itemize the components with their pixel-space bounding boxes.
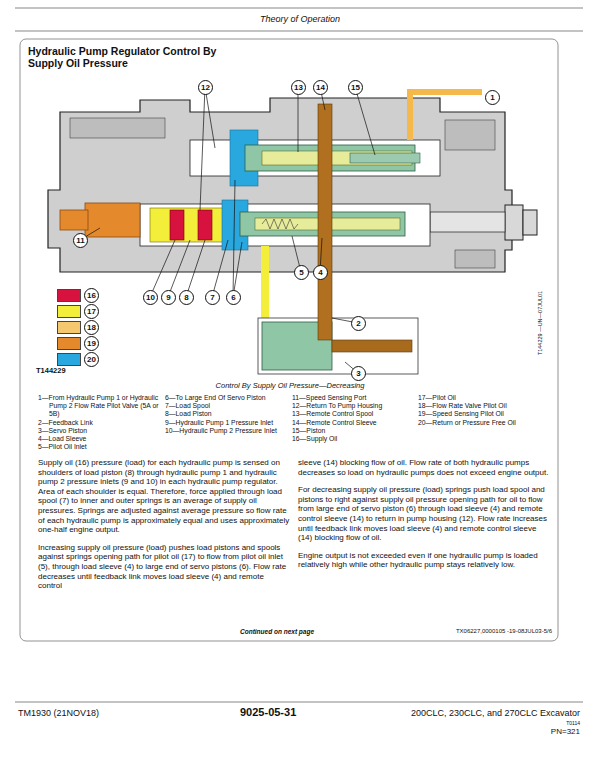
callout-number: 5 (294, 265, 309, 280)
manual-number: TM1930 (21NOV18) (18, 708, 99, 718)
key-entry: 11—Speed Sensing Port (292, 394, 414, 402)
legend-number: 16 (84, 288, 99, 303)
text-column: sleeve (14) blocking flow of oil. Flow r… (298, 458, 550, 578)
legend-swatch (57, 289, 81, 302)
key-entry: 4—Load Sleeve (38, 435, 160, 443)
drawing-part (445, 120, 495, 150)
body-paragraph: For decreasing supply oil pressure (load… (298, 485, 550, 543)
drawing-part (505, 205, 523, 240)
model-name: 200CLC, 230CLC, and 270CLC Excavator (380, 708, 580, 718)
key-column: 1—From Hydraulic Pump 1 or Hydraulic Pum… (38, 394, 160, 451)
callout-number: 15 (348, 80, 363, 95)
legend-swatch (57, 321, 81, 334)
figure-caption: Control By Supply Oil Pressure—Decreasin… (140, 381, 440, 390)
spring (262, 219, 298, 229)
page-header: Theory of Operation (180, 14, 420, 24)
key-entry: 18—Flow Rate Valve Pilot Oil (418, 402, 540, 410)
callout-number: 11 (73, 233, 88, 248)
legend-swatch (57, 337, 81, 350)
drawing-part (60, 210, 88, 230)
callout-number: 1 (485, 90, 500, 105)
drawing-part (523, 210, 537, 235)
key-entry: 7—Load Spool (165, 402, 287, 410)
callout-number: 10 (143, 290, 158, 305)
leader-lines (80, 87, 375, 373)
flow-rate-pilot-line (410, 92, 482, 140)
key-entry: 1—From Hydraulic Pump 1 or Hydraulic Pum… (38, 394, 160, 419)
figure-title: Hydraulic Pump Regulator Control By Supp… (28, 45, 218, 69)
callout-number: 4 (313, 265, 328, 280)
callout-number: 13 (291, 80, 306, 95)
drawing-part (15, 31, 583, 32)
key-entry: 5—Pilot Oil Inlet (38, 443, 160, 451)
drawing-part (140, 204, 430, 246)
callout-number: 2 (351, 316, 366, 331)
drawing-part (233, 180, 242, 297)
key-entry: 15—Piston (292, 427, 414, 435)
figure-id-vertical: T144229 —UN—07JUL01 (537, 273, 543, 373)
body-paragraph: Increasing supply oil pressure (load) pu… (38, 543, 290, 591)
drawing-part (355, 87, 375, 155)
small-code: T0114 (520, 720, 580, 726)
key-entry: 2—Feedback Link (38, 419, 160, 427)
callout-number: 14 (313, 80, 328, 95)
drawing-part (186, 240, 205, 297)
drawing-part (190, 140, 440, 176)
legend-swatch (57, 353, 81, 366)
body-paragraph: sleeve (14) blocking flow of oil. Flow r… (298, 458, 550, 477)
callout-number: 3 (351, 366, 366, 381)
drawing-part (15, 8, 583, 9)
drawing-part (212, 240, 228, 297)
callout-number: 12 (198, 80, 213, 95)
callout-number: 8 (179, 290, 194, 305)
key-entry: 14—Remote Control Sleeve (292, 419, 414, 427)
key-entry: 13—Remote Control Spool (292, 410, 414, 418)
drawing-part (258, 318, 418, 374)
continued-note: Continued on next page (240, 628, 314, 635)
page-number: 9025-05-31 (240, 706, 296, 718)
callout-number: 7 (205, 290, 220, 305)
callout-number: 6 (226, 290, 241, 305)
key-column: 17—Pilot Oil18—Flow Rate Valve Pilot Oil… (418, 394, 540, 427)
supply-oil (170, 210, 184, 240)
key-entry: 20—Return or Pressure Free Oil (418, 419, 540, 427)
drawing-part (70, 118, 165, 138)
key-entry: 16—Supply Oil (292, 435, 414, 443)
key-entry: 10—Hydraulic Pump 2 Pressure Inlet (165, 427, 287, 435)
drawing-part (198, 210, 212, 240)
legend-number: 20 (84, 352, 99, 367)
drawing-part (298, 87, 299, 152)
key-entry: 8—Load Piston (165, 410, 287, 418)
feedback-link (318, 104, 332, 340)
drawing-part (200, 87, 215, 210)
figure-number: T144229 (36, 366, 66, 375)
drawing-part (15, 702, 583, 703)
key-entry: 6—To Large End Of Servo Piston (165, 394, 287, 402)
callout-number: 9 (161, 290, 176, 305)
legend-number: 17 (84, 304, 99, 319)
legend-swatch (57, 305, 81, 318)
drawing-part (168, 240, 190, 297)
key-column: 6—To Large End Of Servo Piston7—Load Spo… (165, 394, 287, 435)
page-frame (20, 39, 558, 641)
regulator-housing (48, 98, 512, 272)
drawing-part (455, 250, 495, 268)
legend-number: 19 (84, 336, 99, 351)
body-paragraph: Engine output is not exceeded even if on… (298, 551, 550, 570)
key-entry: 3—Servo Piston (38, 427, 160, 435)
key-entry: 19—Speed Sensing Pilot Oil (418, 410, 540, 418)
document-code: TX06227,0000105 -19-08JUL03-5/6 (400, 628, 552, 634)
key-column: 11—Speed Sensing Port12—Return To Pump H… (292, 394, 414, 443)
key-entry: 17—Pilot Oil (418, 394, 540, 402)
drawing-part (332, 340, 412, 352)
legend-number: 18 (84, 320, 99, 335)
body-paragraph: Supply oil (16) pressure (load) for each… (38, 458, 290, 535)
pn-number: PN=321 (520, 727, 580, 736)
drawing-part (350, 153, 420, 163)
drawing-part (430, 212, 505, 232)
key-entry: 12—Return To Pump Housing (292, 402, 414, 410)
text-column: Supply oil (16) pressure (load) for each… (38, 458, 290, 599)
pilot-line (265, 246, 275, 330)
key-entry: 9—Hydraulic Pump 1 Pressure Inlet (165, 419, 287, 427)
